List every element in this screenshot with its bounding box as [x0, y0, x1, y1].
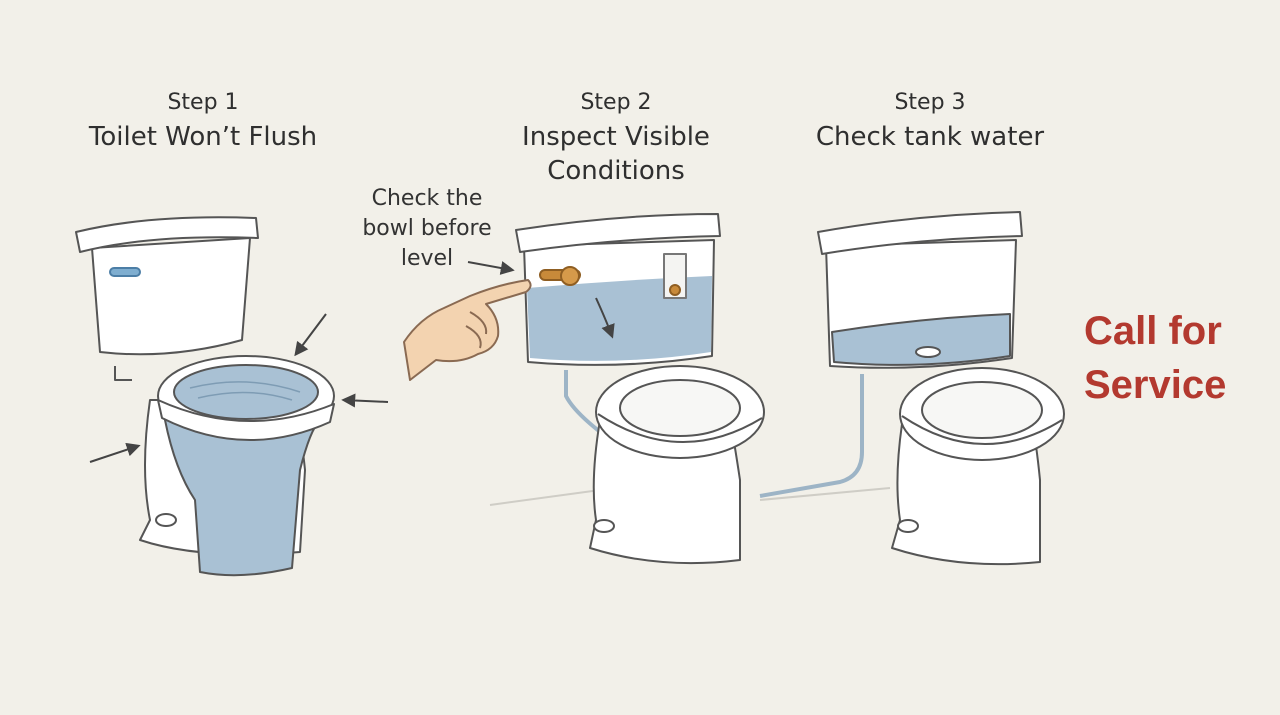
floor-lines: [489, 487, 891, 506]
step-2-title-line1: Inspect Visible: [522, 122, 710, 152]
arrows-step-1: [89, 313, 389, 463]
call-for-service-line-1: Call for: [1084, 309, 1222, 353]
annotation-line-1: Check the: [371, 186, 483, 211]
toilet-1: [75, 216, 335, 577]
lever-icon: [539, 266, 581, 286]
annotation-line-3: level: [400, 246, 454, 271]
step-3-title: Check tank water: [815, 122, 1045, 152]
toilet-2: [515, 213, 765, 565]
step-2-title-line2: Conditions: [547, 156, 685, 186]
annotation-line-2: bowl before: [362, 216, 492, 241]
flush-handle-icon: [109, 267, 141, 277]
arrow-annotation: [467, 261, 515, 275]
step-2-number: Step 2: [580, 90, 652, 115]
pointing-hand-icon: [403, 279, 532, 381]
step-3-number: Step 3: [894, 90, 966, 115]
step-1-number: Step 1: [167, 90, 239, 115]
arrow-tank-water: [595, 297, 615, 339]
toilet-3: [759, 211, 1065, 566]
call-for-service-line-2: Service: [1084, 363, 1227, 407]
step-1-title: Toilet Won’t Flush: [88, 122, 318, 152]
